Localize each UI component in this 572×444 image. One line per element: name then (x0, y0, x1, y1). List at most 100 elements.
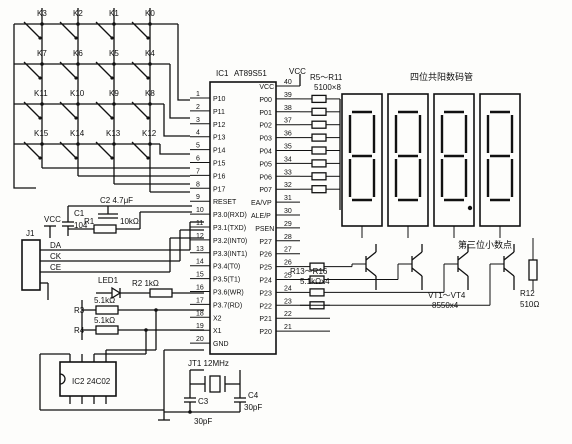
reset-circuit: VCC C2 4.7μF C1 104 R1 10kΩ (44, 196, 192, 238)
mcu-left-pins: 1P102P113P124P135P146P157P168P179RESET10… (190, 91, 247, 348)
decimal-point (467, 205, 473, 211)
connector-j1: J1 DA CK CE (21, 221, 204, 300)
key-label: K5 (109, 49, 119, 58)
r4-value: 5.1kΩ (94, 316, 115, 325)
vcc-label: VCC (44, 215, 61, 224)
mcu-pin-number: 40 (284, 79, 292, 86)
digit-3 (433, 93, 475, 227)
mcu-pin-name: P25 (259, 265, 272, 272)
mcu-pin-number: 28 (284, 234, 292, 241)
mcu-pin-number: 10 (196, 207, 204, 214)
r5-r11-value: 5100×8 (314, 83, 341, 92)
c1-value: 104 (74, 221, 88, 230)
mcu-pin-number: 5 (196, 143, 200, 150)
key-label: K4 (145, 49, 155, 58)
mcu-right-pins: 40VCC39P0038P0137P0236P0335P0434P0533P06… (251, 79, 300, 336)
mcu-pin-number: 12 (196, 233, 204, 240)
c3-value: 30pF (194, 417, 212, 426)
mcu-pin-number: 16 (196, 285, 204, 292)
r3-value: 5.1kΩ (94, 296, 115, 305)
mcu-pin-number: 20 (196, 336, 204, 343)
mcu-pin-number: 1 (196, 91, 200, 98)
c1-label: C1 (74, 209, 85, 218)
segment-resistor (311, 172, 327, 181)
mcu-pin-name: P24 (259, 278, 272, 285)
ic2-label: IC2 24C02 (72, 377, 111, 386)
mcu-pin-name: P04 (259, 149, 272, 156)
dp-note: 第三位小数点 (458, 239, 512, 250)
segment-resistor (311, 107, 327, 116)
mcu-pin-number: 17 (196, 297, 204, 304)
mcu-pin-name: P07 (259, 187, 272, 194)
mcu-pin-name: P16 (213, 173, 226, 180)
da-label: DA (50, 241, 62, 250)
key-switch (23, 21, 150, 160)
mcu-pin-number: 9 (196, 194, 200, 201)
mcu-pin-number: 38 (284, 105, 292, 112)
r13-r16-value: 5.1kΩx4 (300, 277, 330, 286)
mcu-pin-name: P13 (213, 135, 226, 142)
mcu-pin-number: 31 (284, 195, 292, 202)
mcu-pin-name: P3.7(RD) (213, 302, 242, 309)
key-label: K6 (73, 49, 83, 58)
mcu-pin-number: 18 (196, 310, 204, 317)
mcu-pin-name: P26 (259, 252, 272, 259)
mcu-pin-number: 8 (196, 181, 200, 188)
key-matrix: K3 K2 K1 K0 K7 K6 K5 K4 K11 K10 K9 K8 K1… (13, 8, 190, 193)
mcu-pin-number: 34 (284, 156, 292, 163)
mcu-pin-number: 22 (284, 311, 292, 318)
mcu-pin-number: 24 (284, 285, 292, 292)
mcu-pin-number: 7 (196, 168, 200, 175)
mcu-pin-name: VCC (259, 84, 274, 91)
j1-body (21, 239, 41, 291)
mcu-pin-name: P03 (259, 136, 272, 143)
key-label: K15 (34, 129, 49, 138)
mcu-pin-number: 13 (196, 246, 204, 253)
r12-value: 510Ω (520, 300, 539, 309)
segment-resistors: R5～R11 5100×8 (300, 73, 343, 210)
mcu-pin-number: 19 (196, 323, 204, 330)
mcu-pin-number: 32 (284, 182, 292, 189)
key-label: K3 (37, 9, 47, 18)
eeprom-circuit: R3 5.1kΩ R4 5.1kΩ IC2 24C02 (39, 296, 204, 411)
mcu-pin-number: 35 (284, 144, 292, 151)
r3-label: R3 (74, 306, 85, 315)
mcu-pin-name: P21 (259, 316, 272, 323)
r13-r16-label: R13～R16 (290, 267, 328, 276)
mcu-pin-number: 29 (284, 221, 292, 228)
mcu-pin-name: P3.5(T1) (213, 277, 240, 284)
mcu-pin-number: 4 (196, 130, 200, 137)
mcu-pin-name: P17 (213, 186, 226, 193)
digit-2 (387, 93, 429, 227)
mcu-pin-number: 25 (284, 273, 292, 280)
digit-drivers: R13～R16 5.1kΩx4 第三位小数点 VT1～VT4 8550x4 R1… (290, 74, 539, 332)
mcu-pin-number: 21 (284, 324, 292, 331)
key-label: K0 (145, 9, 155, 18)
mcu-pin-number: 39 (284, 92, 292, 99)
mcu-pin-number: 37 (284, 118, 292, 125)
key-label: K13 (106, 129, 121, 138)
mcu-pin-name: P15 (213, 161, 226, 168)
ic2-body (59, 361, 117, 397)
key-label: K9 (109, 89, 119, 98)
mcu-pin-name: P27 (259, 239, 272, 246)
mcu-pin-number: 26 (284, 260, 292, 267)
key-label: K12 (142, 129, 157, 138)
mcu-ic1: IC1 AT89S51 VCC 1P102P113P124P135P146P15… (190, 67, 306, 355)
mcu-pin-name: P00 (259, 97, 272, 104)
c4-value: 30pF (244, 403, 262, 412)
r1-label: R1 (84, 217, 95, 226)
segment-resistor (311, 146, 327, 155)
c4-label: C4 (248, 391, 259, 400)
mcu-pin-name: P23 (259, 290, 272, 297)
key-label: K7 (37, 49, 47, 58)
r1-value: 10kΩ (120, 217, 139, 226)
key-label: K2 (73, 9, 83, 18)
mcu-pin-name: P3.3(INT1) (213, 251, 247, 258)
mcu-pin-number: 14 (196, 259, 204, 266)
mcu-pin-name: P22 (259, 303, 272, 310)
led-circuit: LED1 R2 1kΩ (96, 276, 204, 300)
crystal-circuit: JT1 12MHz C3 30pF C4 30pF (158, 349, 262, 426)
key-label: K10 (70, 89, 85, 98)
